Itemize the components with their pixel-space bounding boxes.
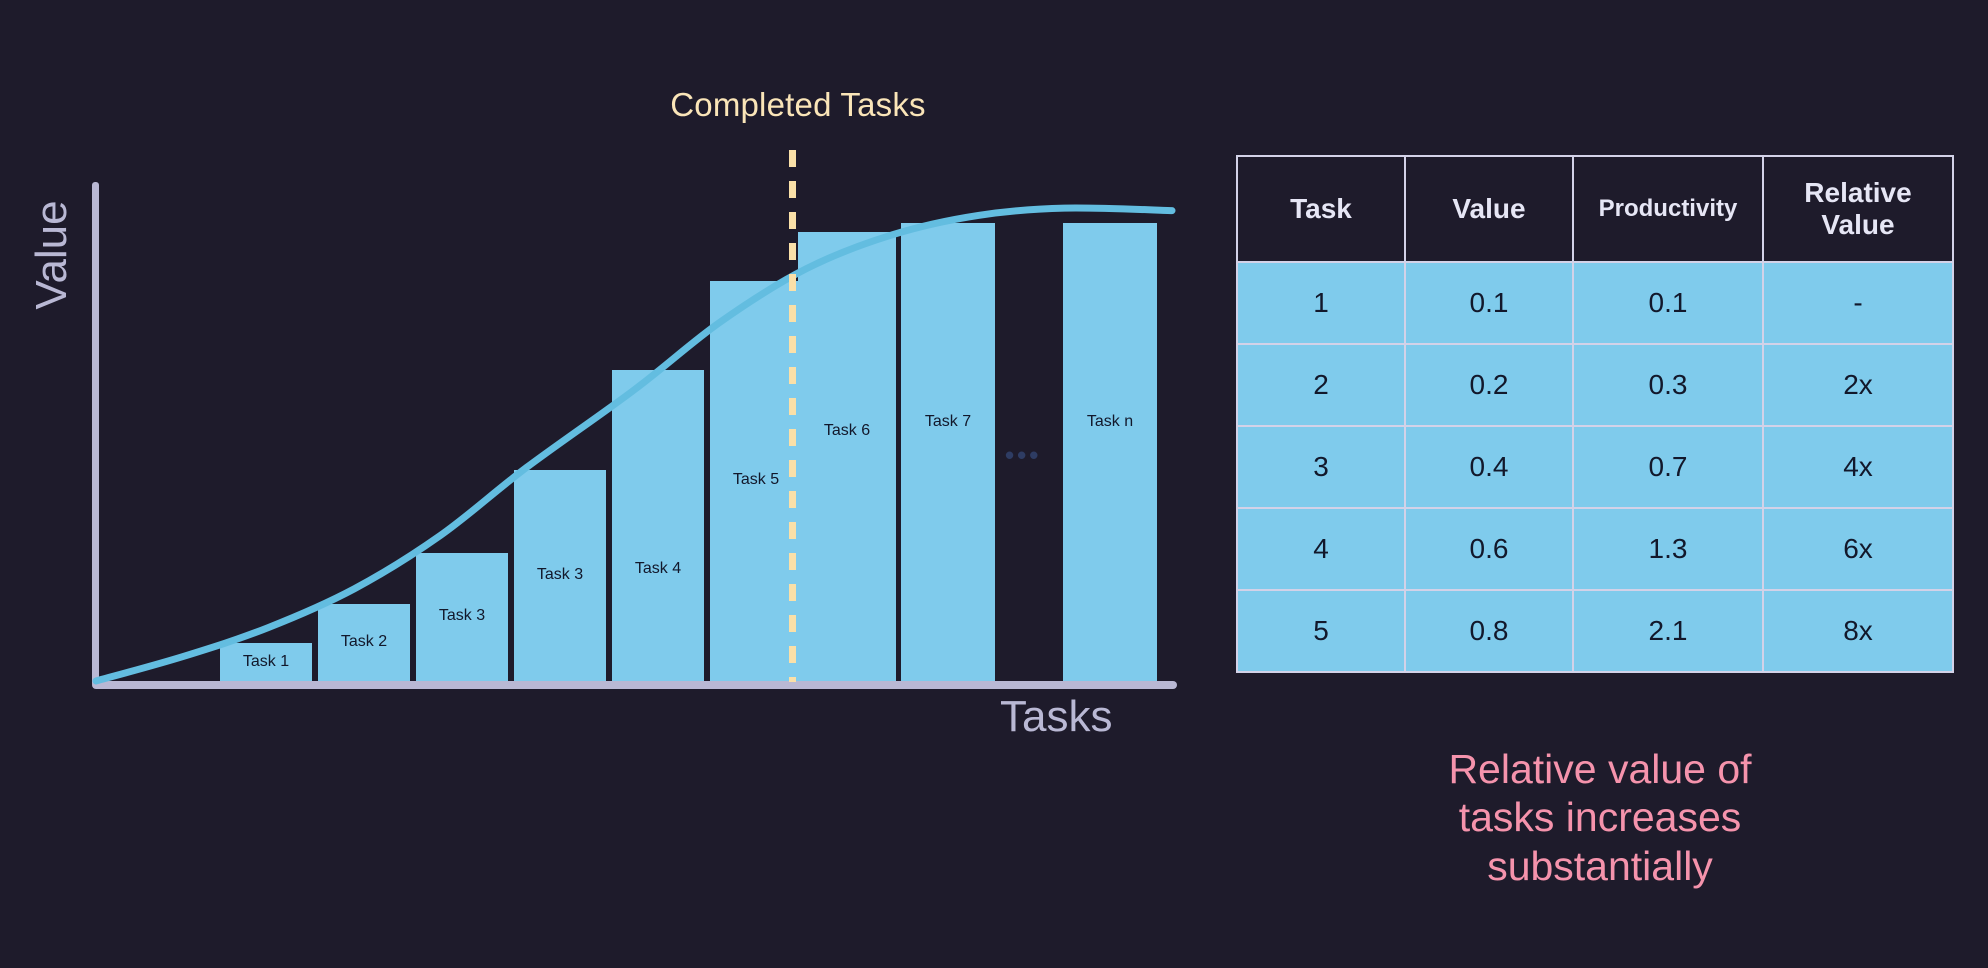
bar-task-6-6: Task 6 <box>798 232 896 681</box>
value-table-panel: Task Value Productivity Relative Value 1… <box>1236 155 1954 673</box>
bar-label: Task 7 <box>924 413 972 430</box>
bar-task-4-4: Task 4 <box>612 370 704 681</box>
cell-task: 4 <box>1236 507 1406 591</box>
bar-task-7-7: Task 7 <box>901 223 995 681</box>
cell-relative-value: - <box>1762 261 1954 345</box>
column-header-productivity: Productivity <box>1572 155 1764 263</box>
cell-task: 2 <box>1236 343 1406 427</box>
cell-relative-value: 4x <box>1762 425 1954 509</box>
completed-tasks-marker-line <box>789 150 796 682</box>
caption-line-2: tasks increases <box>1458 794 1742 841</box>
cell-task: 3 <box>1236 425 1406 509</box>
table-header-row: Task Value Productivity Relative Value <box>1236 155 1954 263</box>
cell-productivity: 2.1 <box>1572 589 1764 673</box>
bar-label: Task n <box>1086 413 1134 430</box>
bar-task-1-0: Task 1 <box>220 643 312 681</box>
column-header-task: Task <box>1236 155 1406 263</box>
cell-productivity: 0.1 <box>1572 261 1764 345</box>
bar-task-n-8: Task n <box>1063 223 1157 681</box>
bar-label: Task 3 <box>438 607 486 624</box>
cell-productivity: 0.7 <box>1572 425 1764 509</box>
caption-text: Relative value of tasks increases substa… <box>1390 745 1810 890</box>
bar-label: Task 3 <box>536 565 584 583</box>
cell-value: 0.1 <box>1404 261 1574 345</box>
cell-productivity: 1.3 <box>1572 507 1764 591</box>
cell-task: 5 <box>1236 589 1406 673</box>
column-header-value: Value <box>1404 155 1574 263</box>
cell-task: 1 <box>1236 261 1406 345</box>
x-axis-label: Tasks <box>1000 692 1113 741</box>
cell-value: 0.4 <box>1404 425 1574 509</box>
column-header-relative-value: Relative Value <box>1762 155 1954 263</box>
cell-productivity: 0.3 <box>1572 343 1764 427</box>
caption-line-1: Relative value of <box>1448 746 1752 792</box>
caption-line-3: substantially <box>1487 842 1713 889</box>
cell-relative-value: 2x <box>1762 343 1954 427</box>
bars-ellipsis: ••• <box>1005 440 1042 470</box>
cell-value: 0.8 <box>1404 589 1574 673</box>
cell-value: 0.2 <box>1404 343 1574 427</box>
bar-label: Task 2 <box>340 632 388 650</box>
bar-task-3-3: Task 3 <box>514 470 606 681</box>
bar-label: Task 1 <box>242 653 290 670</box>
bar-task-2-1: Task 2 <box>318 604 410 681</box>
cell-relative-value: 6x <box>1762 507 1954 591</box>
completed-tasks-title: Completed Tasks <box>670 86 926 123</box>
bar-label: Task 4 <box>634 560 682 577</box>
bar-task-3-2: Task 3 <box>416 553 508 681</box>
x-axis-line <box>92 681 1177 689</box>
cell-value: 0.6 <box>1404 507 1574 591</box>
cell-relative-value: 8x <box>1762 589 1954 673</box>
value-table: Task Value Productivity Relative Value 1… <box>1236 155 1954 673</box>
bar-label: Task 6 <box>823 422 871 439</box>
